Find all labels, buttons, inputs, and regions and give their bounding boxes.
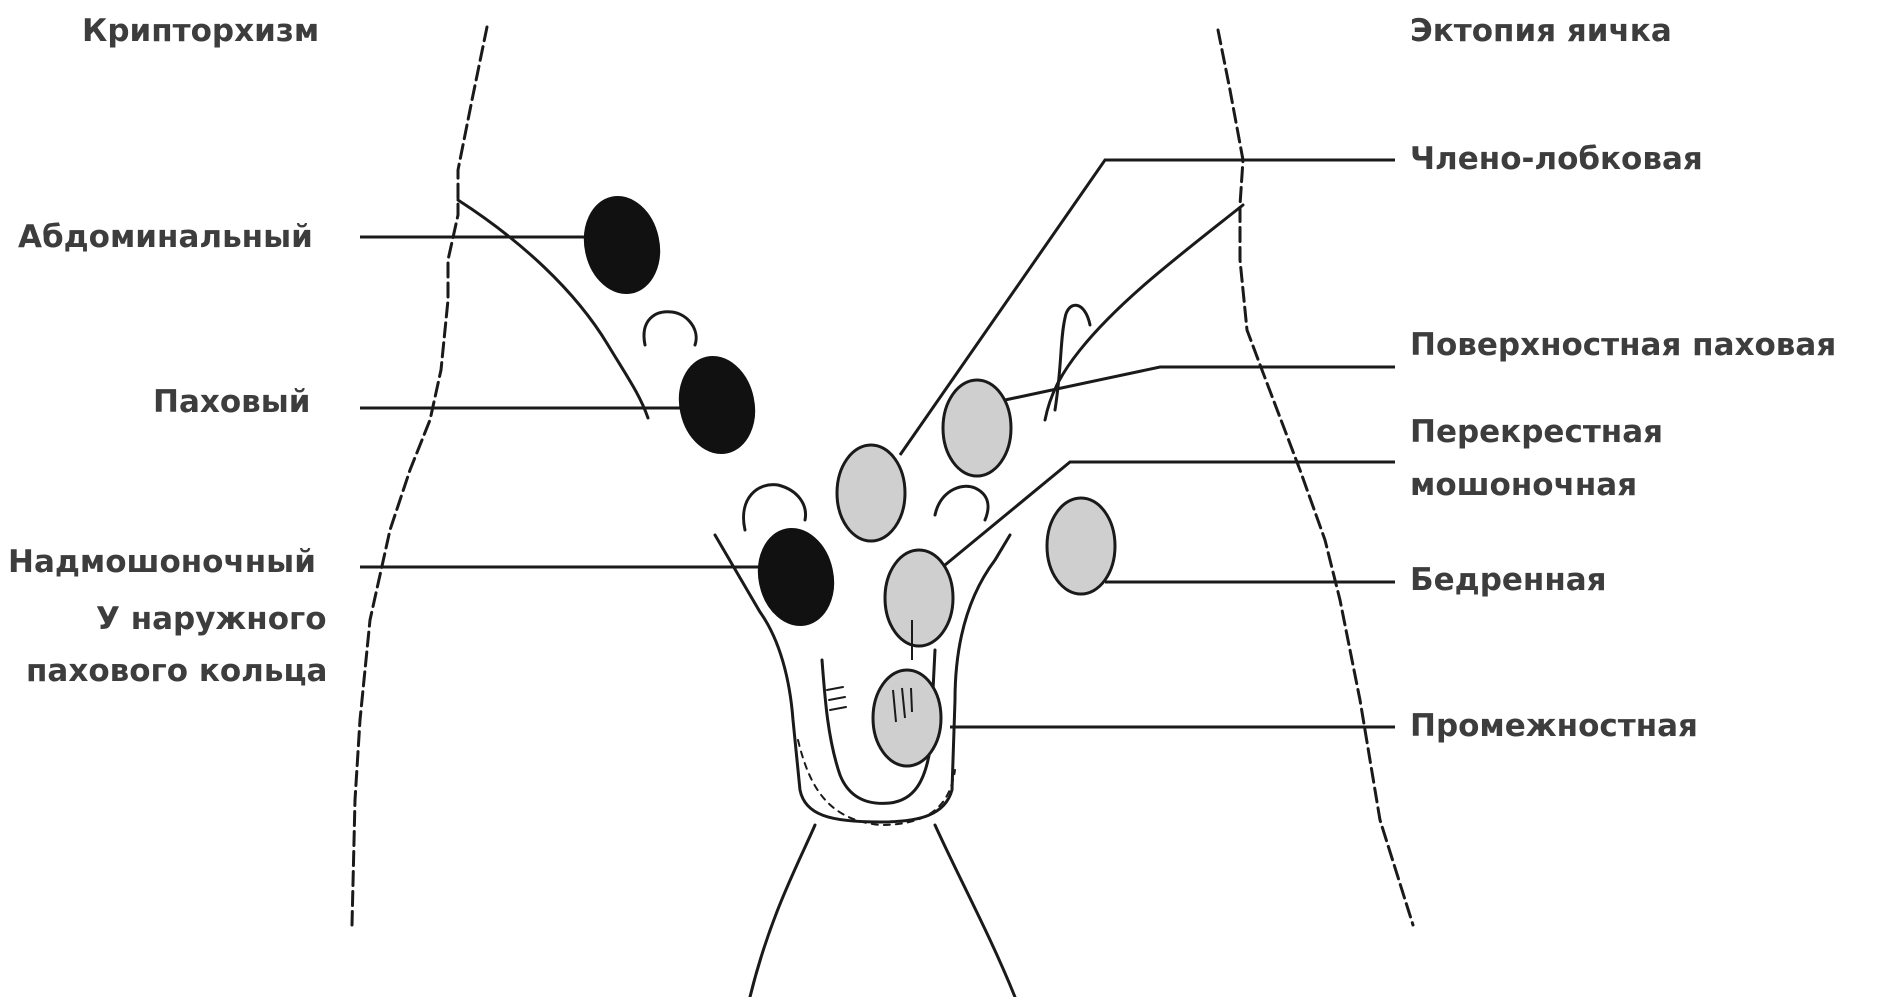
label-external-ring-1: У наружного: [96, 590, 327, 648]
label-femoral: Бедренная: [1410, 551, 1607, 609]
testis-suprascrotal: [751, 523, 841, 632]
left-lower-hook: [744, 485, 806, 530]
testis-abdominal: [577, 191, 667, 300]
left-inner-leg: [750, 825, 815, 997]
label-inguinal: Паховый: [153, 373, 311, 431]
testis-cross-scrotal: [885, 550, 953, 646]
right-header: Эктопия яичка: [1410, 2, 1672, 60]
testis-penopubic: [837, 445, 905, 541]
right-inguinal-contour: [1045, 205, 1243, 420]
label-suprascrotal: Надмошоночный: [8, 533, 316, 591]
label-external-ring-2: пахового кольца: [26, 642, 327, 700]
right-lower-hook: [935, 486, 988, 520]
label-penopubic: Члено-лобковая: [1410, 130, 1703, 188]
testis-inguinal: [672, 351, 762, 460]
leader-cross-scrotal: [945, 462, 1395, 565]
testis-femoral: [1047, 498, 1115, 594]
right-inner-leg: [935, 825, 1015, 997]
label-superficial-inguinal: Поверхностная паховая: [1410, 316, 1836, 374]
label-cross-scrotal-2: мошоночная: [1410, 456, 1637, 514]
label-perineal: Промежностная: [1410, 697, 1698, 755]
label-cross-scrotal-1: Перекрестная: [1410, 403, 1663, 461]
left-body-contour: [352, 27, 487, 925]
testis-superficial-inguinal: [943, 380, 1011, 476]
label-abdominal: Абдоминальный: [18, 208, 313, 266]
testis-perineal: [873, 670, 941, 766]
right-body-contour: [1218, 30, 1413, 925]
left-header: Крипторхизм: [82, 2, 319, 60]
hatch-left: [827, 687, 846, 710]
left-upper-hook: [644, 312, 696, 345]
